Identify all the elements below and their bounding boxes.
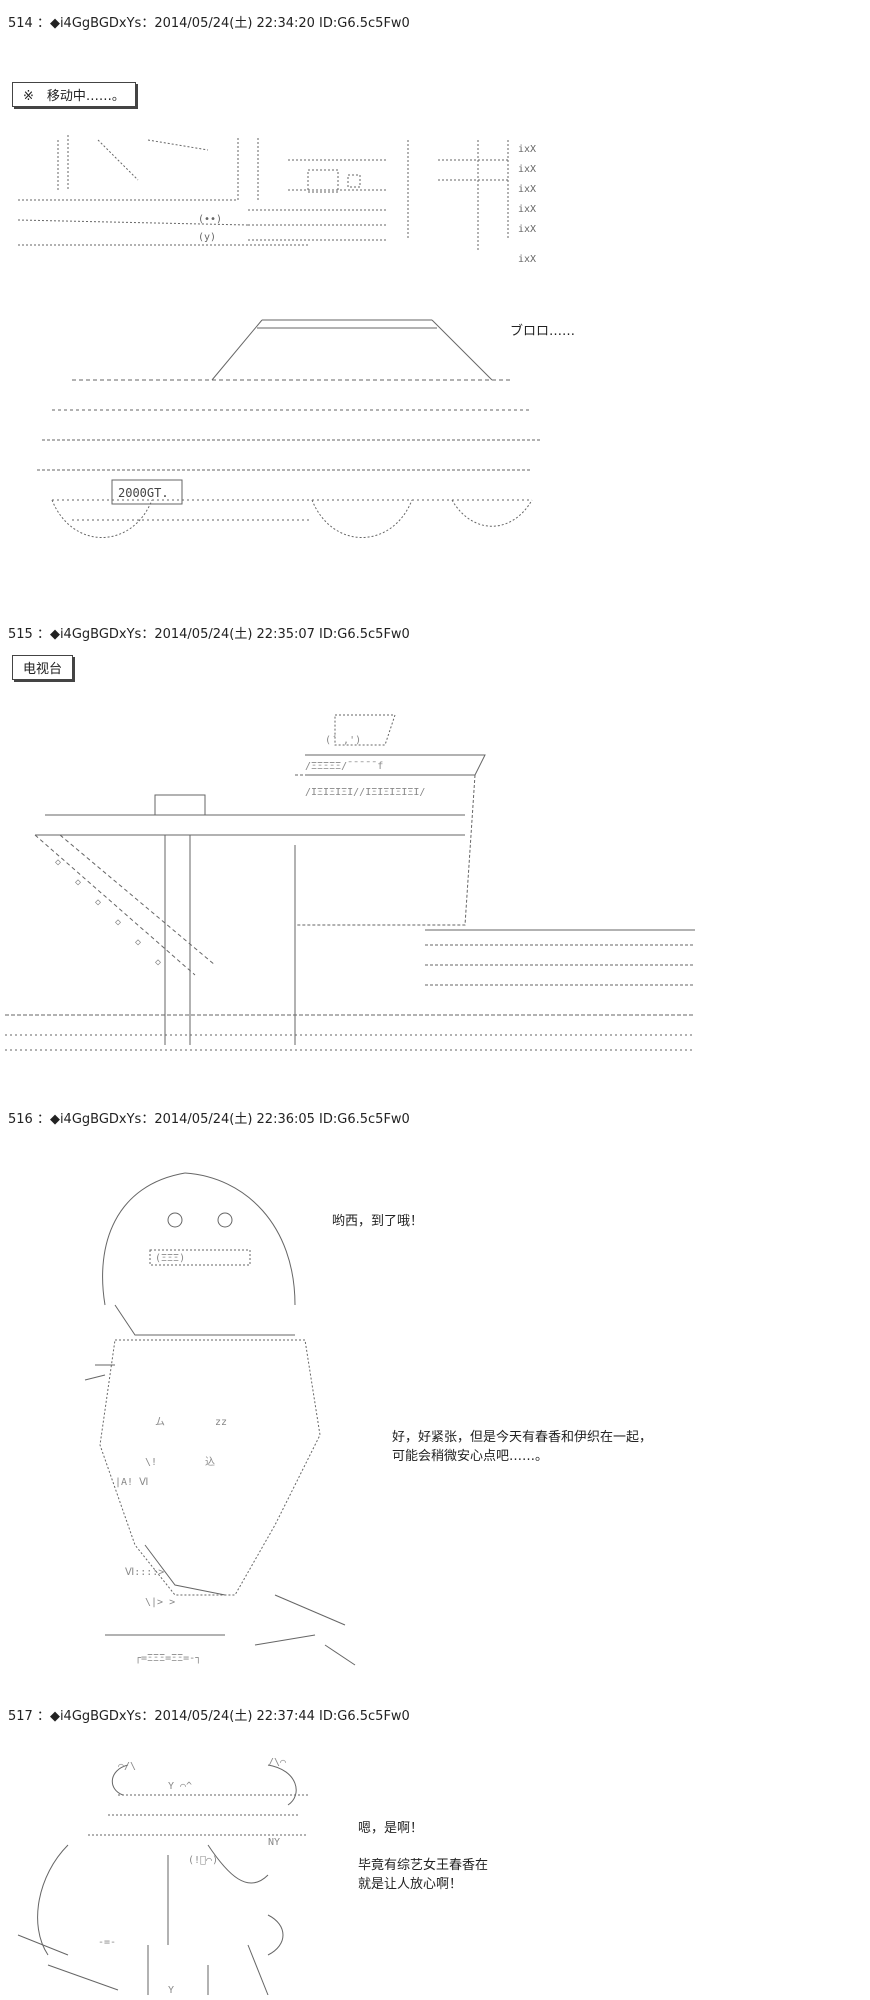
car-model-plate: 2000GT. xyxy=(118,486,169,500)
ascii-art-character-group: ⌒/\ /\⌒ Y ⌒^ (!ﾟ⌒) NY -=- Y xyxy=(8,1745,328,1995)
post-header-515: 515 ：◆i4GgBGDxYs：2014/05/24(土) 22:35:07 … xyxy=(8,627,410,642)
svg-text:◇: ◇ xyxy=(135,937,141,948)
post-header-514: 514 ：◆i4GgBGDxYs：2014/05/24(土) 22:34:20 … xyxy=(8,16,410,31)
ascii-art-sports-car: 2000GT. xyxy=(12,310,552,555)
svg-text:◇: ◇ xyxy=(75,877,81,888)
speech-variety-queen-line-2: 就是让人放心啊！ xyxy=(358,1877,463,1892)
post-header-517: 517 ：◆i4GgBGDxYs：2014/05/24(土) 22:37:44 … xyxy=(8,1709,410,1724)
svg-text:/ΞΞΞΞΞ/¯¯¯¯¯f: /ΞΞΞΞΞ/¯¯¯¯¯f xyxy=(305,761,383,772)
svg-text:zz: zz xyxy=(215,1417,227,1428)
svg-text:◇: ◇ xyxy=(95,897,101,908)
speech-agree: 嗯，是啊！ xyxy=(358,1821,424,1836)
svg-text:┌=ΞΞΞ=ΞΞ=-┐: ┌=ΞΞΞ=ΞΞ=-┐ xyxy=(135,1653,201,1664)
svg-text:ixX: ixX xyxy=(518,184,536,195)
svg-text:ixX: ixX xyxy=(518,144,536,155)
svg-text:◇: ◇ xyxy=(55,857,61,868)
svg-text:|A! Ⅵ: |A! Ⅵ xyxy=(115,1477,148,1488)
svg-text:Ⅵ::::>: Ⅵ::::> xyxy=(125,1567,164,1578)
svg-text:(y): (y) xyxy=(198,232,216,243)
ascii-art-street-scene: ixX ixX ixX ixX ixX ixX (••) (y) xyxy=(8,130,548,310)
svg-text:ixX: ixX xyxy=(518,254,536,265)
speech-engine-sound: ブロロ…… xyxy=(510,324,576,339)
svg-text:(••): (••) xyxy=(198,214,222,225)
svg-text:ム: ム xyxy=(155,1416,165,1428)
svg-text:込: 込 xyxy=(205,1456,215,1468)
svg-text:◇: ◇ xyxy=(115,917,121,928)
svg-text:Y: Y xyxy=(168,1985,174,1995)
svg-text:/\⌒: /\⌒ xyxy=(268,1757,286,1768)
svg-text:(!ﾟ⌒): (!ﾟ⌒) xyxy=(188,1855,218,1866)
svg-text:◇: ◇ xyxy=(155,957,161,968)
speech-variety-queen-line-1: 毕竟有综艺女王春香在 xyxy=(358,1858,489,1873)
speech-nervous-line-1: 好，好紧张，但是今天有春香和伊织在一起， xyxy=(392,1430,653,1445)
svg-text:ixX: ixX xyxy=(518,164,536,175)
svg-text:ixX: ixX xyxy=(518,224,536,235)
ascii-art-character-producer: (ΞΞΞ) ム zz \! 込 |A! Ⅵ Ⅵ::::> \|> > ┌=ΞΞΞ=Ξ… xyxy=(55,1165,395,1670)
svg-text:-=-: -=- xyxy=(98,1937,116,1948)
svg-text:/IΞIΞIΞI//IΞIΞIΞIΞI/: /IΞIΞIΞI//IΞIΞIΞIΞI/ xyxy=(305,787,425,798)
speech-nervous-line-2: 可能会稍微安心点吧……。 xyxy=(392,1449,549,1464)
svg-text:\!: \! xyxy=(145,1457,157,1468)
svg-text:ixX: ixX xyxy=(518,204,536,215)
svg-text:⌒/\: ⌒/\ xyxy=(118,1761,136,1772)
svg-text:(ΞΞΞ): (ΞΞΞ) xyxy=(155,1253,185,1264)
svg-text:\|> >: \|> > xyxy=(145,1597,175,1608)
scene-label-tv-station: 电视台 xyxy=(12,655,74,680)
speech-arrived: 哟西，到了哦！ xyxy=(332,1214,424,1229)
post-header-516: 516 ：◆i4GgBGDxYs：2014/05/24(土) 22:36:05 … xyxy=(8,1112,410,1127)
svg-text:NY: NY xyxy=(268,1837,280,1848)
scene-label-moving: ※ 移动中……。 xyxy=(12,82,136,107)
ascii-art-tv-station-building: (´ ,') /ΞΞΞΞΞ/¯¯¯¯¯f /IΞIΞIΞI//IΞIΞIΞIΞI… xyxy=(5,695,705,1070)
svg-text:Y ⌒^: Y ⌒^ xyxy=(168,1781,192,1792)
svg-text:(´ ,'): (´ ,') xyxy=(325,734,361,746)
